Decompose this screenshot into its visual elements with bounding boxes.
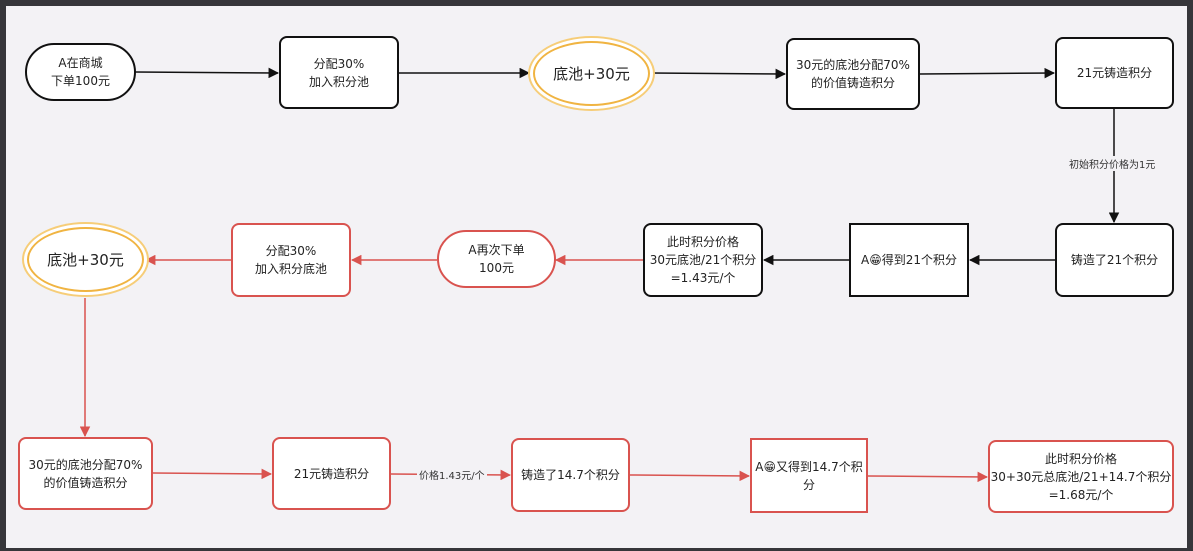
minted-node: 铸造了21个积分 xyxy=(1055,223,1174,297)
edge-label-initial-price: 初始积分价格为1元 xyxy=(1067,156,1158,171)
start-node: A在商城 下单100元 xyxy=(25,43,136,101)
mint2-node: 21元铸造积分 xyxy=(272,437,391,510)
allocate-node: 分配30% 加入积分池 xyxy=(279,36,399,109)
split-node: 30元的底池分配70% 的价值铸造积分 xyxy=(786,38,920,110)
allocate2-node: 分配30% 加入积分底池 xyxy=(231,223,351,297)
price2-node: 此时积分价格 30+30元总底池/21+14.7个积分 =1.68元/个 xyxy=(988,440,1174,513)
got-node: A😁得到21个积分 xyxy=(849,223,969,297)
arrow-got2-to-price2 xyxy=(867,471,989,483)
reorder-node: A再次下单 100元 xyxy=(437,230,556,288)
arrow-start-to-allocate xyxy=(134,67,280,79)
minted2-node: 铸造了14.7个积分 xyxy=(511,438,630,512)
arrow-split2-to-mint2 xyxy=(152,468,273,480)
got2-node: A😁又得到14.7个积 分 xyxy=(750,438,868,513)
arrow-pool-to-split xyxy=(650,68,787,80)
pool2-node: 底池+30元 xyxy=(27,227,144,292)
split2-node: 30元的底池分配70% 的价值铸造积分 xyxy=(18,437,153,510)
mint-node: 21元铸造积分 xyxy=(1055,37,1174,109)
arrow-split-to-mint xyxy=(919,67,1056,79)
price-node: 此时积分价格 30元底池/21个积分 =1.43元/个 xyxy=(643,223,763,297)
edge-label-price-143: 价格1.43元/个 xyxy=(417,467,487,482)
pool-node: 底池+30元 xyxy=(533,41,650,106)
arrow-minted2-to-got2 xyxy=(629,470,751,482)
